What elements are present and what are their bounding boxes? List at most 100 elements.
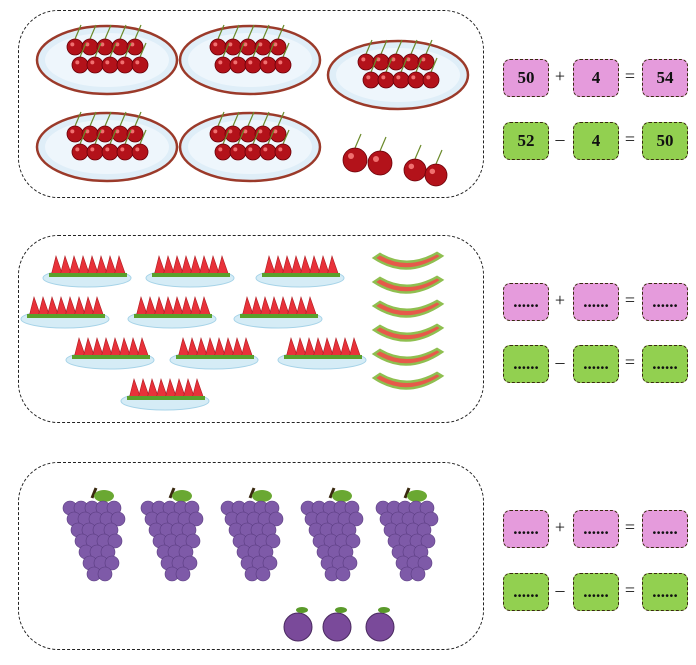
grape-icon (420, 533, 436, 549)
cherries-subtraction-result-box: 50 (642, 122, 688, 160)
grape-icon (97, 566, 113, 582)
cherry-icon (66, 125, 84, 143)
watermelon-addition-equals-sign: = (624, 290, 636, 310)
watermelon-subtraction-result-box[interactable]: ...... (642, 345, 688, 383)
cherry-icon (424, 163, 448, 187)
cherry-icon (244, 143, 262, 161)
cherry-icon (66, 38, 84, 56)
cherries-addition-a-box: 50 (503, 59, 549, 97)
grape-icon (348, 511, 364, 527)
grapes-panel (18, 462, 484, 650)
plum-icon (365, 612, 395, 642)
cherries-subtraction-operator: – (555, 129, 565, 149)
cherry-icon (86, 143, 104, 161)
cherry-icon (131, 143, 149, 161)
cherries-addition-result-box: 54 (642, 59, 688, 97)
grape-icon (188, 511, 204, 527)
grape-stem (328, 487, 336, 499)
cherries-subtraction-b-box: 4 (573, 122, 619, 160)
cherry-icon (362, 71, 380, 89)
watermelon-rind-icon (371, 299, 445, 318)
cherry-icon (209, 125, 227, 143)
cherry-icon (259, 56, 277, 74)
grapes-addition-equals-sign: = (624, 517, 636, 537)
grape-stem (168, 487, 176, 499)
cherry-icon (86, 56, 104, 74)
grape-leaf-icon (94, 490, 114, 502)
grape-icon (345, 533, 361, 549)
watermelon-addition-operator: + (554, 290, 566, 310)
grape-stem (248, 487, 256, 499)
watermelon-addition-a-box[interactable]: ...... (503, 283, 549, 321)
grape-leaf-icon (407, 490, 427, 502)
cherry-icon (209, 38, 227, 56)
cherry-icon (357, 53, 375, 71)
grapes-addition-b-box[interactable]: ...... (573, 510, 619, 548)
grape-icon (107, 533, 123, 549)
cherries-panel (18, 10, 484, 198)
grapes-subtraction-a-box[interactable]: ...... (503, 573, 549, 611)
grape-icon (268, 511, 284, 527)
grapes-addition-result-box[interactable]: ...... (642, 510, 688, 548)
grape-icon (265, 533, 281, 549)
cherries-subtraction-a-box: 52 (503, 122, 549, 160)
cherry-icon (71, 56, 89, 74)
grapes-addition-a-box[interactable]: ...... (503, 510, 549, 548)
cherries-subtraction-equals-sign: = (624, 129, 636, 149)
grape-icon (417, 555, 433, 571)
watermelon-rind-icon (371, 251, 445, 270)
cherry-icon (101, 56, 119, 74)
grape-leaf-icon (172, 490, 192, 502)
cherry-icon (259, 143, 277, 161)
cherry-icon (116, 143, 134, 161)
cherry-icon (244, 56, 262, 74)
cherry-icon (116, 56, 134, 74)
grape-icon (423, 511, 439, 527)
watermelon-rind-icon (371, 347, 445, 366)
grapes-subtraction-result-box[interactable]: ...... (642, 573, 688, 611)
grape-icon (182, 555, 198, 571)
grape-stem (90, 487, 98, 499)
plum-icon (283, 612, 313, 642)
grape-icon (185, 533, 201, 549)
cherry-icon (229, 143, 247, 161)
grape-icon (410, 566, 426, 582)
grapes-subtraction-equals-sign: = (624, 580, 636, 600)
watermelon-subtraction-a-box[interactable]: ...... (503, 345, 549, 383)
cherry-icon (274, 56, 292, 74)
grape-stem (403, 487, 411, 499)
cherry-icon (407, 71, 425, 89)
grapes-subtraction-b-box[interactable]: ...... (573, 573, 619, 611)
cherries-addition-b-box: 4 (573, 59, 619, 97)
cherry-icon (274, 143, 292, 161)
cherries-addition-equals-sign: = (624, 66, 636, 86)
watermelon-panel (18, 235, 484, 423)
grape-icon (335, 566, 351, 582)
grape-icon (104, 555, 120, 571)
grapes-addition-operator: + (554, 517, 566, 537)
cherry-icon (367, 150, 393, 176)
cherry-icon (229, 56, 247, 74)
cherry-icon (342, 147, 368, 173)
cherry-icon (422, 71, 440, 89)
cherry-icon (101, 143, 119, 161)
watermelon-addition-result-box[interactable]: ...... (642, 283, 688, 321)
grape-icon (262, 555, 278, 571)
plum-icon (322, 612, 352, 642)
cherry-icon (403, 158, 427, 182)
grape-icon (110, 511, 126, 527)
cherry-icon (71, 143, 89, 161)
grape-icon (175, 566, 191, 582)
watermelon-rind-icon (371, 371, 445, 390)
grape-leaf-icon (252, 490, 272, 502)
watermelon-rind-icon (371, 275, 445, 294)
grapes-subtraction-operator: – (555, 580, 565, 600)
watermelon-addition-b-box[interactable]: ...... (573, 283, 619, 321)
watermelon-subtraction-b-box[interactable]: ...... (573, 345, 619, 383)
grape-icon (342, 555, 358, 571)
cherry-icon (392, 71, 410, 89)
cherry-icon (214, 143, 232, 161)
watermelon-subtraction-equals-sign: = (624, 352, 636, 372)
watermelon-rind-icon (371, 323, 445, 342)
